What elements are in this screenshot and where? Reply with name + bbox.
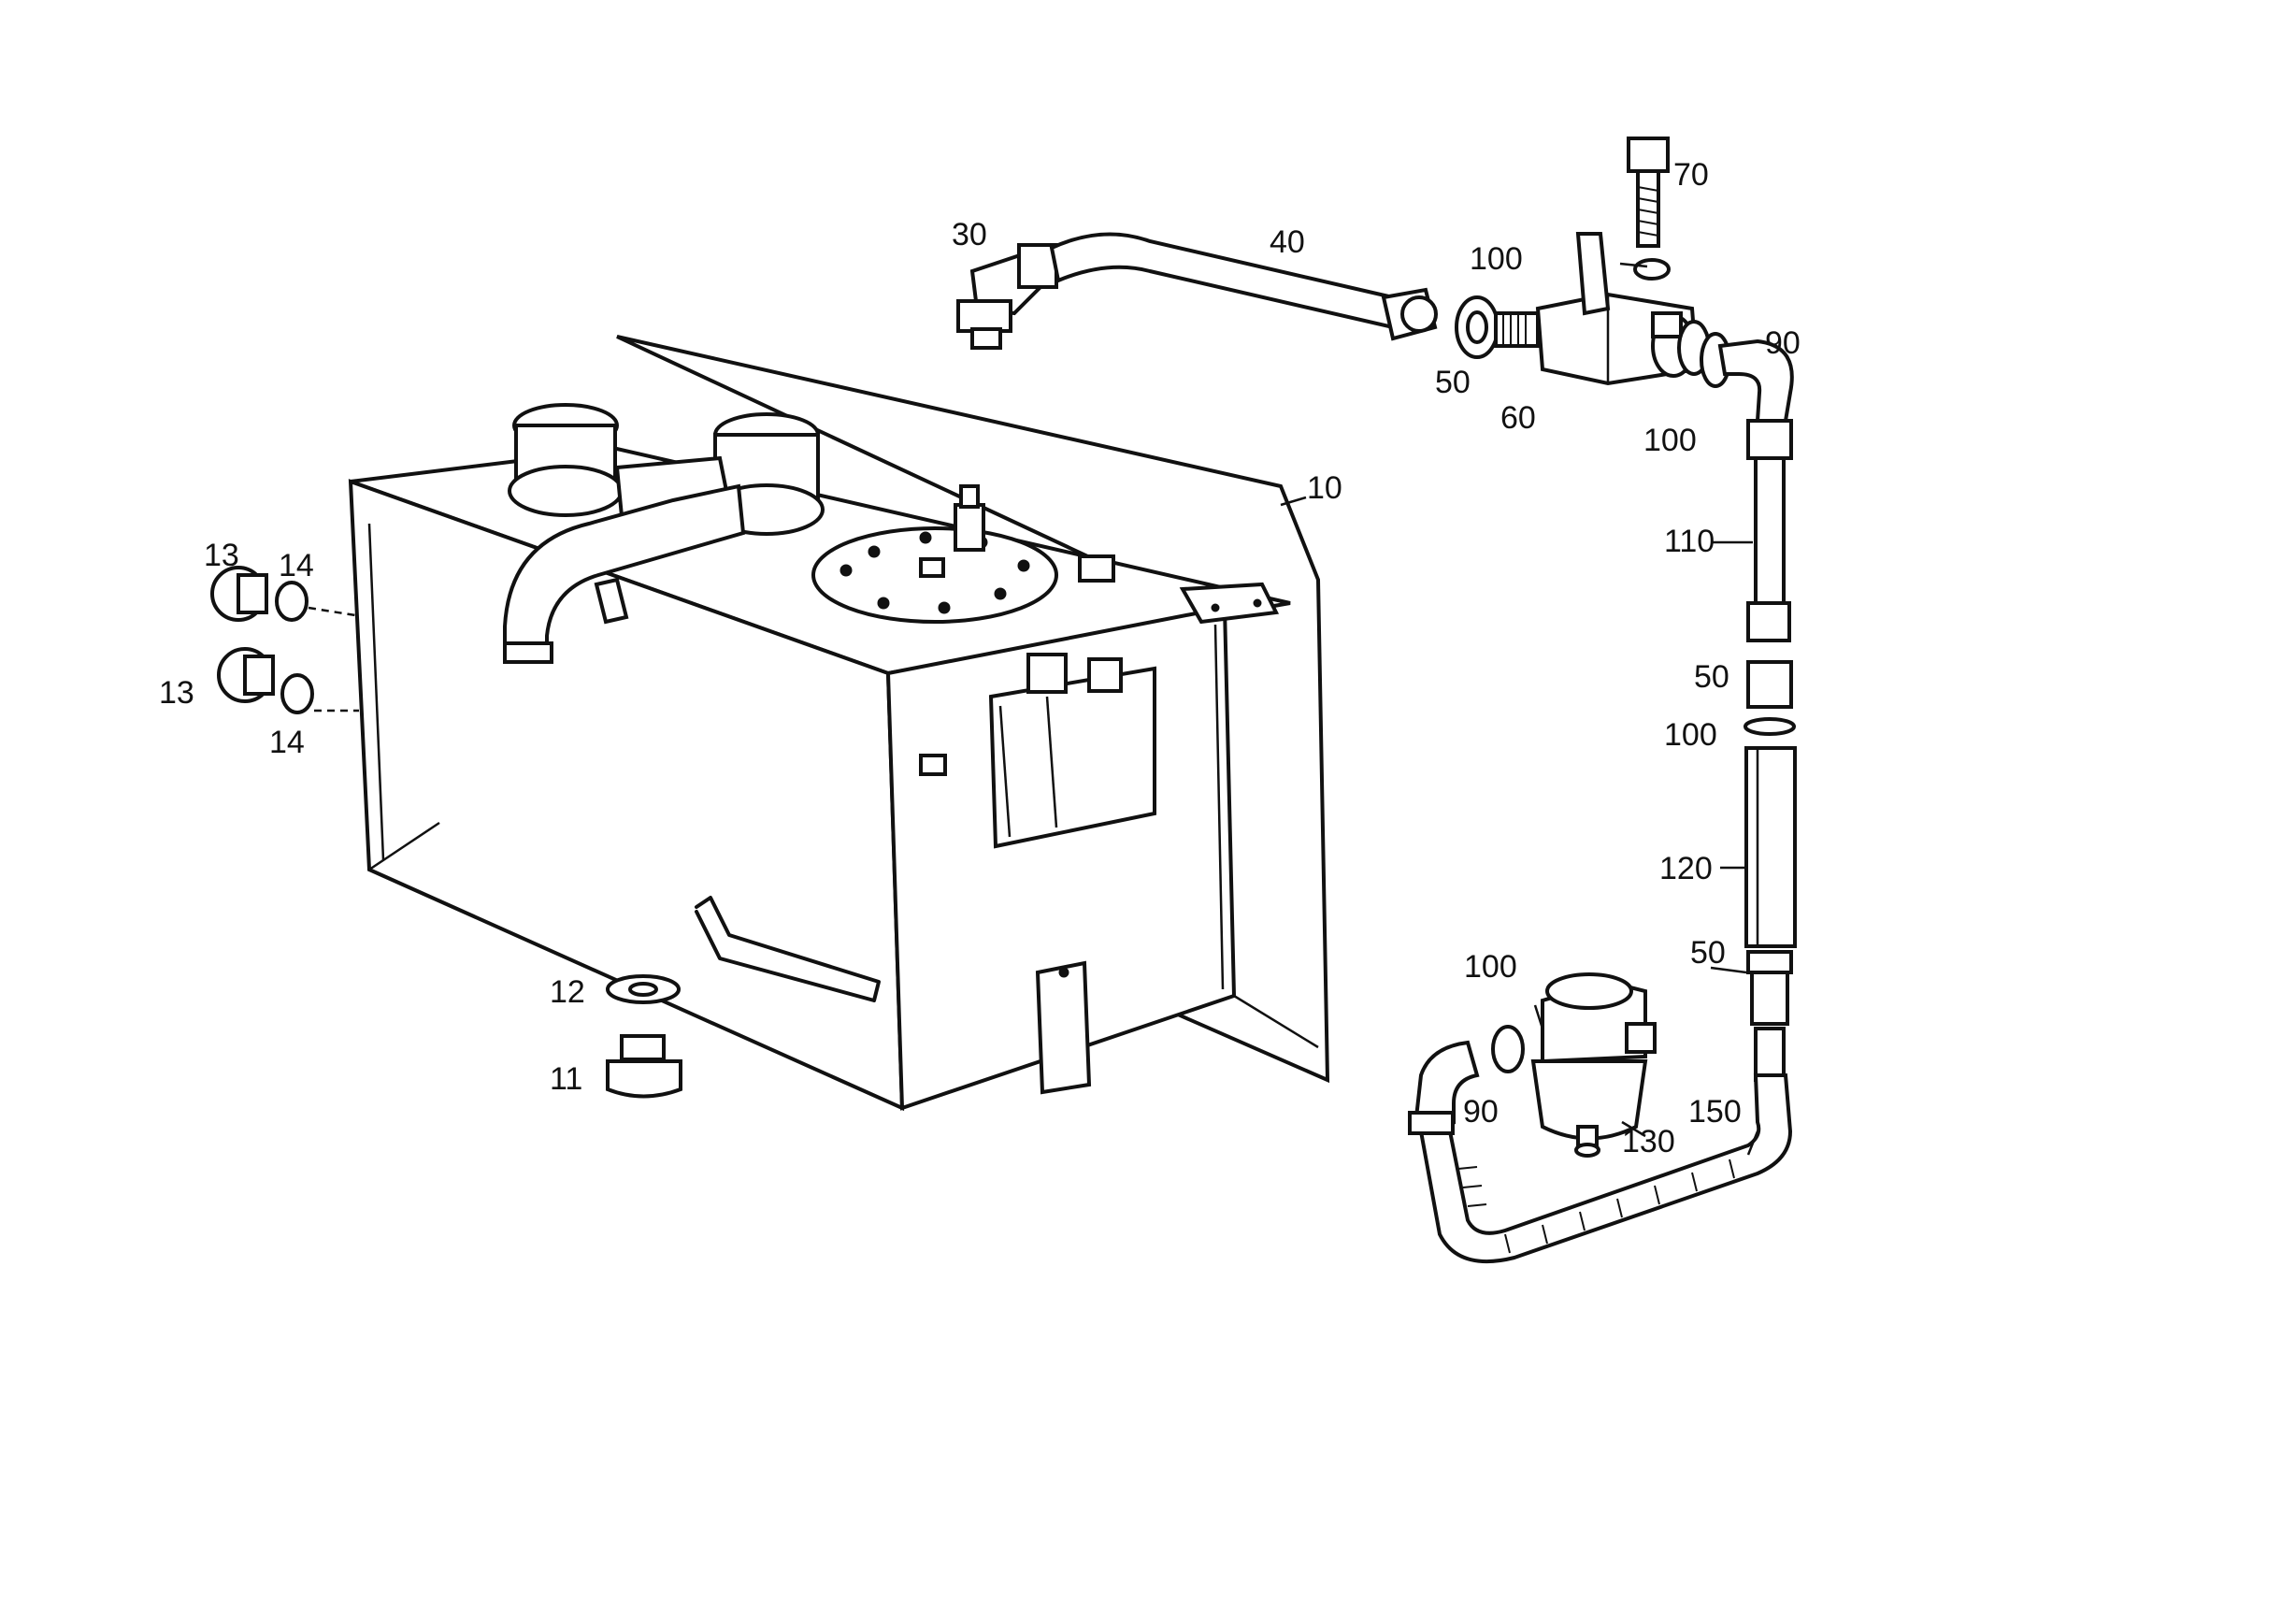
pressure-line-40	[956, 232, 1438, 350]
label-13-upper: 13	[204, 538, 239, 573]
label-100-valve: 100	[1470, 241, 1523, 277]
label-70: 70	[1673, 157, 1709, 193]
label-150: 150	[1688, 1094, 1742, 1130]
plug-13-upper	[210, 566, 356, 622]
hydraulic-tank	[348, 335, 1330, 1112]
label-50-mid: 50	[1694, 659, 1729, 695]
label-50-valve: 50	[1435, 365, 1471, 400]
label-13-lower: 13	[159, 675, 194, 711]
label-130: 130	[1622, 1124, 1675, 1159]
label-12: 12	[550, 974, 585, 1010]
label-14-lower: 14	[269, 725, 305, 760]
label-100-mid: 100	[1664, 717, 1717, 753]
filter-130	[1530, 972, 1657, 1158]
label-90-lower: 90	[1463, 1094, 1499, 1130]
leader-lines	[1280, 262, 1759, 1156]
label-40: 40	[1270, 224, 1305, 260]
label-11: 11	[550, 1061, 582, 1097]
label-100-filter: 100	[1464, 949, 1517, 985]
label-50-lower: 50	[1690, 935, 1726, 971]
label-120: 120	[1659, 851, 1713, 886]
plug-13-lower	[217, 647, 359, 714]
drain-plug-11	[606, 974, 682, 1099]
label-100-right: 100	[1643, 423, 1697, 458]
valve-block-60	[1455, 137, 1731, 388]
label-10: 10	[1307, 470, 1342, 506]
label-14-upper: 14	[279, 548, 314, 583]
part-labels: 10 11 12 13 13 14 14 30 40 50 50 50 60 7…	[159, 157, 1801, 1159]
label-60: 60	[1500, 400, 1536, 436]
label-30: 30	[952, 217, 987, 252]
return-line	[1408, 338, 1797, 1264]
label-110: 110	[1664, 524, 1715, 559]
label-90-upper: 90	[1765, 325, 1801, 361]
